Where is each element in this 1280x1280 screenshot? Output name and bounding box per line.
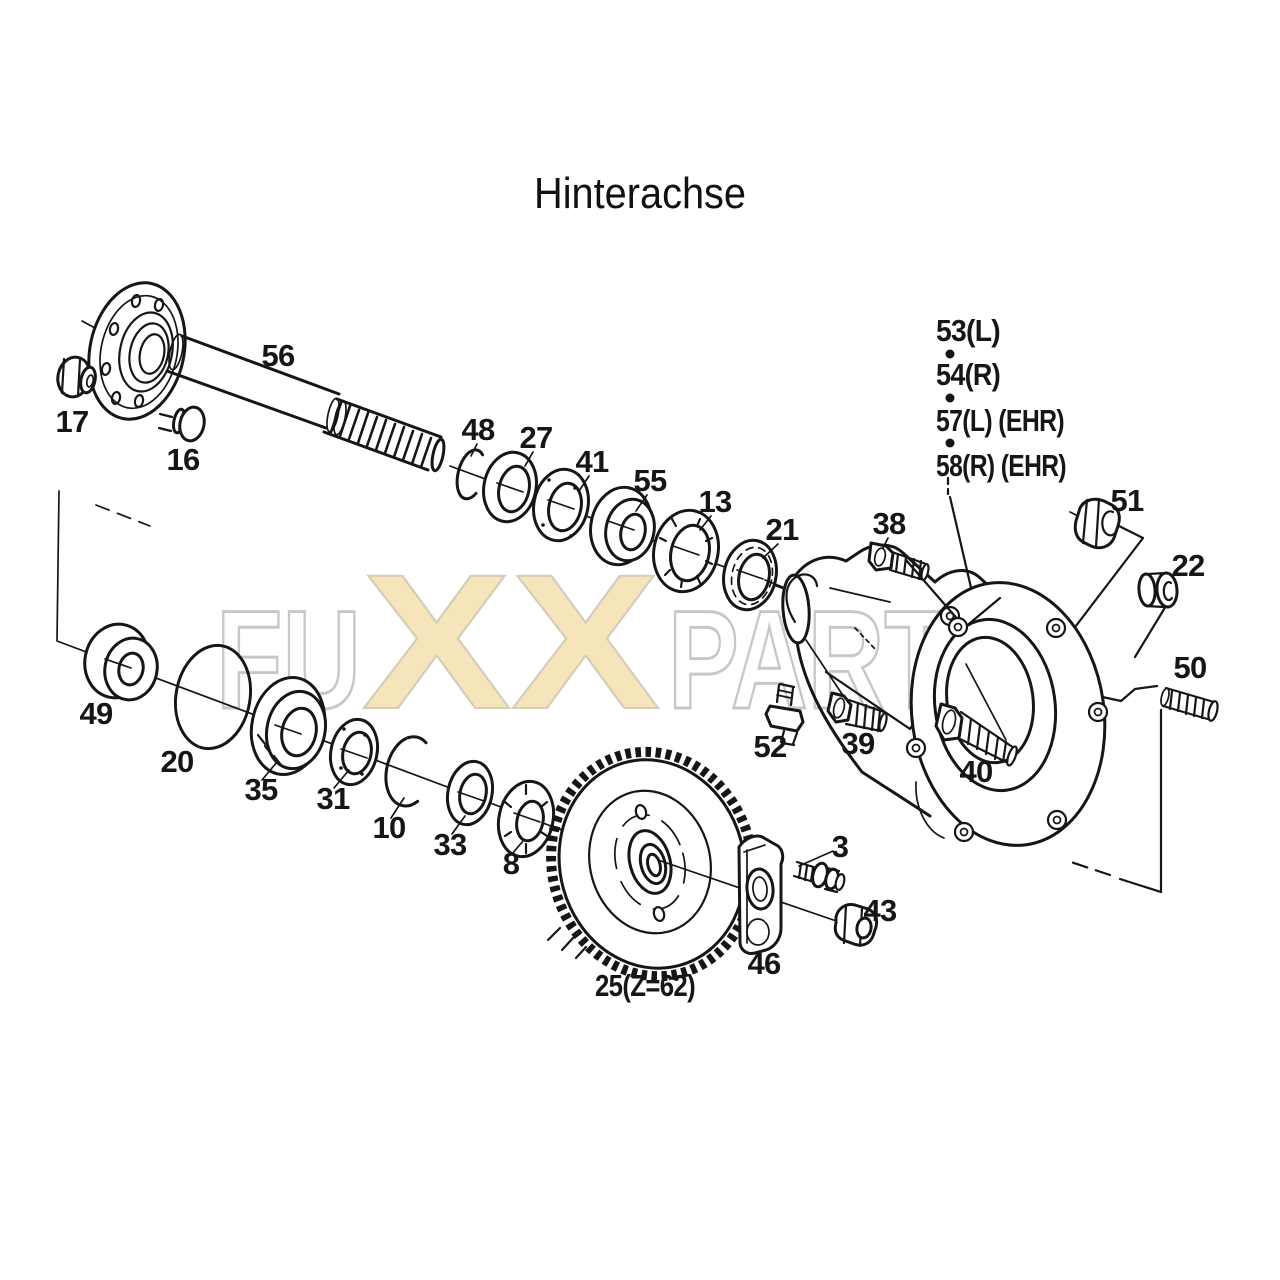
part-label-3: 3 bbox=[832, 829, 849, 864]
page-title: Hinterachse bbox=[534, 169, 746, 218]
nut-51 bbox=[1069, 497, 1121, 550]
wheel-hub-flange bbox=[87, 281, 187, 421]
part-label-31: 31 bbox=[317, 781, 350, 816]
leader-lines bbox=[261, 443, 889, 855]
watermark-xx: XX bbox=[362, 534, 660, 749]
part-label-20: 20 bbox=[161, 744, 194, 779]
list-separator-dot bbox=[945, 349, 955, 359]
part-label-10: 10 bbox=[373, 810, 406, 845]
plug-16 bbox=[157, 405, 206, 443]
part-label-39: 39 bbox=[842, 726, 875, 761]
nut-43 bbox=[833, 903, 879, 948]
bearing-8 bbox=[496, 779, 556, 859]
part-label-58: 58(R) (EHR) bbox=[936, 448, 1066, 483]
part-label-38: 38 bbox=[873, 506, 906, 541]
part-label-17: 17 bbox=[56, 404, 89, 439]
part-label-51: 51 bbox=[1111, 483, 1144, 518]
bushing-22 bbox=[1137, 571, 1179, 609]
list-separator-dot bbox=[945, 438, 955, 448]
part-label-22: 22 bbox=[1172, 548, 1205, 583]
axle-housing bbox=[781, 543, 1109, 847]
part-label-43: 43 bbox=[864, 893, 897, 928]
bolt-39 bbox=[826, 691, 888, 733]
ring-33 bbox=[445, 759, 495, 827]
part-label-35: 35 bbox=[245, 772, 278, 807]
part-label-46: 46 bbox=[748, 946, 781, 981]
snap-ring-48 bbox=[455, 448, 485, 501]
part-label-33: 33 bbox=[434, 827, 467, 862]
watermark-fu: FU bbox=[216, 581, 361, 738]
part-label-49: 49 bbox=[80, 696, 113, 731]
bolt-40 bbox=[934, 702, 1018, 767]
part-label-50: 50 bbox=[1174, 650, 1207, 685]
part-label-57: 57(L) (EHR) bbox=[936, 403, 1064, 438]
bearing-49 bbox=[83, 622, 159, 702]
axle-shaft-56 bbox=[165, 333, 446, 473]
part-label-56: 56 bbox=[262, 338, 295, 373]
bracket-46 bbox=[737, 834, 785, 955]
stud-50 bbox=[1160, 686, 1219, 722]
watermark: FU XX PARTS bbox=[215, 533, 1022, 750]
snap-ring-10 bbox=[384, 735, 428, 808]
part-label-55: 55 bbox=[634, 463, 667, 498]
o-ring-20 bbox=[173, 643, 253, 751]
part-label-53: 53(L) bbox=[936, 313, 1000, 348]
nut-17 bbox=[56, 355, 97, 399]
part-label-25: 25(Z=62) bbox=[595, 968, 695, 1003]
part-label-8: 8 bbox=[503, 846, 520, 881]
part-label-48: 48 bbox=[462, 412, 495, 447]
grease-fitting-52 bbox=[764, 682, 805, 747]
part-label-52: 52 bbox=[754, 729, 787, 764]
bolt-38 bbox=[867, 541, 930, 582]
part-label-41: 41 bbox=[576, 444, 609, 479]
part-label-21: 21 bbox=[766, 512, 799, 547]
part-label-13: 13 bbox=[699, 484, 732, 519]
part-label-16: 16 bbox=[167, 442, 200, 477]
seal-35 bbox=[249, 675, 328, 777]
list-separator-dot bbox=[945, 393, 955, 403]
bolt-3 bbox=[792, 860, 846, 894]
spline-hatching bbox=[329, 401, 433, 469]
part-label-54: 54(R) bbox=[936, 357, 1000, 392]
part-label-27: 27 bbox=[520, 420, 553, 455]
part-label-40: 40 bbox=[960, 754, 993, 789]
bearing-13 bbox=[652, 508, 720, 594]
callout-labels: 17 16 56 48 27 41 55 13 21 53(L) 54(R) 5… bbox=[56, 313, 1208, 1003]
